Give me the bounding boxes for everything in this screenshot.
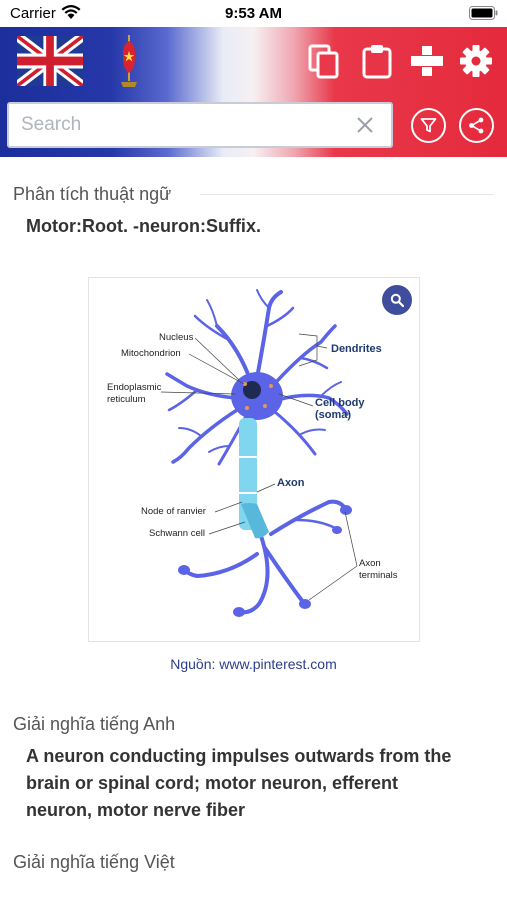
divider: [200, 194, 494, 195]
filter-icon: [420, 118, 437, 133]
label-node-of-ranvier: Node of ranvier: [141, 506, 206, 517]
term-analysis-text: Motor:Root. -neuron:Suffix.: [26, 216, 261, 236]
english-meaning-line: A neuron conducting impulses outwards fr…: [26, 746, 452, 766]
search-box: [7, 102, 393, 148]
english-meaning-line: brain or spinal cord; motor neuron, effe…: [26, 773, 399, 793]
clear-icon[interactable]: [355, 115, 375, 135]
gear-icon[interactable]: [459, 43, 493, 79]
neuron-illustration: Nucleus Mitochondrion Endoplasmic reticu…: [107, 289, 398, 617]
status-bar: Carrier 9:53 AM: [0, 0, 507, 27]
term-analysis-label: Phân tích thuật ngữ: [13, 184, 172, 204]
clipboard-icon[interactable]: [360, 43, 394, 79]
label-reticulum: reticulum: [107, 394, 146, 405]
filter-button[interactable]: [411, 108, 446, 143]
copy-icon[interactable]: [307, 43, 341, 79]
share-button[interactable]: [459, 108, 494, 143]
app-header: [0, 27, 507, 157]
label-axon-terminals-2: terminals: [359, 570, 398, 581]
zoom-button[interactable]: [382, 285, 412, 315]
battery-icon: [469, 6, 498, 20]
label-mitochondrion: Mitochondrion: [121, 348, 181, 359]
label-schwann-cell: Schwann cell: [149, 528, 205, 539]
label-axon: Axon: [277, 477, 305, 489]
carrier-label: Carrier: [10, 5, 56, 22]
game-controller-icon[interactable]: [410, 43, 444, 79]
vietnam-flag-icon[interactable]: [118, 35, 140, 87]
english-meaning-label: Giải nghĩa tiếng Anh: [13, 714, 176, 734]
label-nucleus: Nucleus: [159, 332, 194, 343]
zoom-icon: [390, 293, 404, 307]
wifi-icon: [61, 5, 81, 19]
label-endoplasmic: Endoplasmic: [107, 382, 162, 393]
label-dendrites: Dendrites: [331, 343, 382, 355]
vietnamese-meaning-label: Giải nghĩa tiếng Việt: [13, 852, 175, 872]
label-axon-terminals-1: Axon: [359, 558, 381, 569]
label-soma: (soma): [315, 409, 351, 421]
label-cell-body: Cell body: [315, 397, 365, 409]
search-input[interactable]: [21, 113, 341, 137]
neuron-diagram-image[interactable]: Nucleus Mitochondrion Endoplasmic reticu…: [88, 277, 420, 642]
english-meaning-line: neuron, motor nerve fiber: [26, 800, 246, 820]
status-time: 9:53 AM: [225, 5, 282, 22]
image-source-link[interactable]: Nguồn: www.pinterest.com: [170, 656, 337, 672]
share-icon: [469, 117, 484, 134]
uk-flag-icon[interactable]: [17, 36, 83, 86]
english-meaning-text: A neuron conducting impulses outwards fr…: [26, 743, 487, 824]
